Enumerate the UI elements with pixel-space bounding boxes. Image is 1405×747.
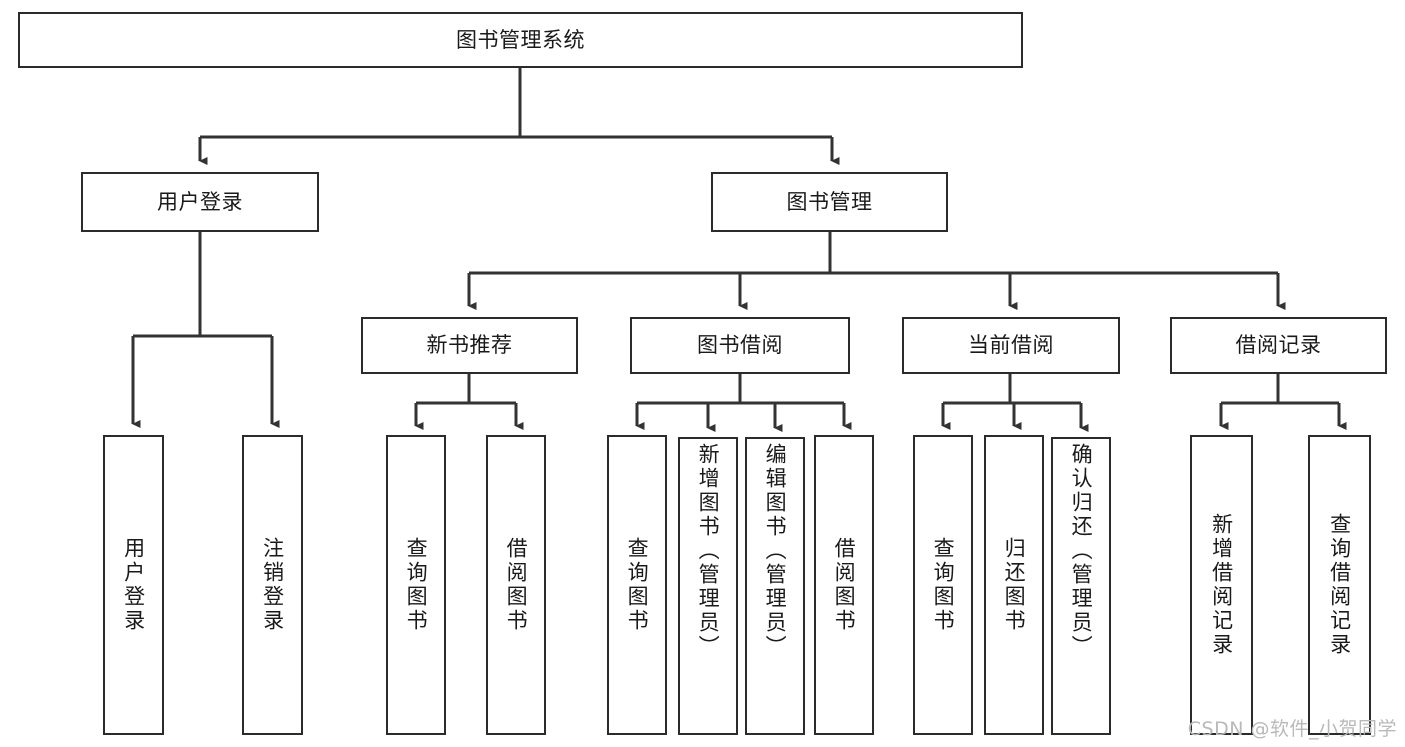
node-book-manage-label: 图书管理: [786, 189, 873, 214]
node-leaf-add-book[interactable]: 新增图书（管理员）: [678, 437, 738, 735]
node-leaf-add-book-label: 新增图书（管理员）: [696, 443, 721, 659]
node-leaf-logout[interactable]: 注销登录: [242, 435, 303, 735]
node-leaf-user-login[interactable]: 用户登录: [103, 435, 164, 735]
node-leaf-query-book-3[interactable]: 查询图书: [913, 435, 973, 735]
node-leaf-query-book-2[interactable]: 查询图书: [607, 435, 667, 735]
node-leaf-borrow-book-2-label: 借阅图书: [832, 537, 857, 633]
node-root-label: 图书管理系统: [456, 27, 585, 52]
node-leaf-add-record[interactable]: 新增借阅记录: [1190, 435, 1253, 735]
node-leaf-query-record[interactable]: 查询借阅记录: [1308, 435, 1371, 735]
node-leaf-edit-book-label: 编辑图书（管理员）: [763, 443, 788, 659]
node-leaf-borrow-book-1-label: 借阅图书: [504, 537, 529, 633]
node-user-login[interactable]: 用户登录: [81, 172, 319, 232]
node-leaf-query-book-2-label: 查询图书: [625, 537, 650, 633]
watermark-text: CSDN @软件_小贺同学: [1187, 718, 1397, 740]
node-leaf-confirm-return[interactable]: 确认归还（管理员）: [1051, 437, 1111, 735]
node-current-borrow-label: 当前借阅: [968, 333, 1054, 358]
node-leaf-return-book[interactable]: 归还图书: [984, 435, 1044, 735]
node-book-borrow-label: 图书借阅: [697, 333, 783, 358]
node-borrow-record-label: 借阅记录: [1235, 333, 1322, 358]
node-leaf-confirm-return-label: 确认归还（管理员）: [1069, 443, 1094, 659]
node-leaf-user-login-label: 用户登录: [121, 537, 146, 633]
node-leaf-add-record-label: 新增借阅记录: [1209, 513, 1234, 657]
node-current-borrow[interactable]: 当前借阅: [902, 317, 1120, 374]
node-new-book-rec-label: 新书推荐: [426, 333, 513, 358]
node-new-book-rec[interactable]: 新书推荐: [361, 317, 578, 374]
node-book-borrow[interactable]: 图书借阅: [630, 317, 850, 374]
node-leaf-logout-label: 注销登录: [260, 537, 285, 633]
node-leaf-borrow-book-1[interactable]: 借阅图书: [486, 435, 546, 735]
node-leaf-edit-book[interactable]: 编辑图书（管理员）: [745, 437, 805, 735]
node-leaf-query-record-label: 查询借阅记录: [1327, 513, 1352, 657]
node-leaf-query-book-1-label: 查询图书: [404, 537, 429, 633]
node-user-login-label: 用户登录: [157, 189, 243, 214]
node-leaf-query-book-1[interactable]: 查询图书: [386, 435, 446, 735]
node-leaf-return-book-label: 归还图书: [1002, 537, 1027, 633]
node-book-manage[interactable]: 图书管理: [711, 172, 948, 232]
node-leaf-query-book-3-label: 查询图书: [931, 537, 956, 633]
node-borrow-record[interactable]: 借阅记录: [1170, 317, 1387, 374]
node-root[interactable]: 图书管理系统: [18, 12, 1023, 68]
node-leaf-borrow-book-2[interactable]: 借阅图书: [814, 435, 874, 735]
